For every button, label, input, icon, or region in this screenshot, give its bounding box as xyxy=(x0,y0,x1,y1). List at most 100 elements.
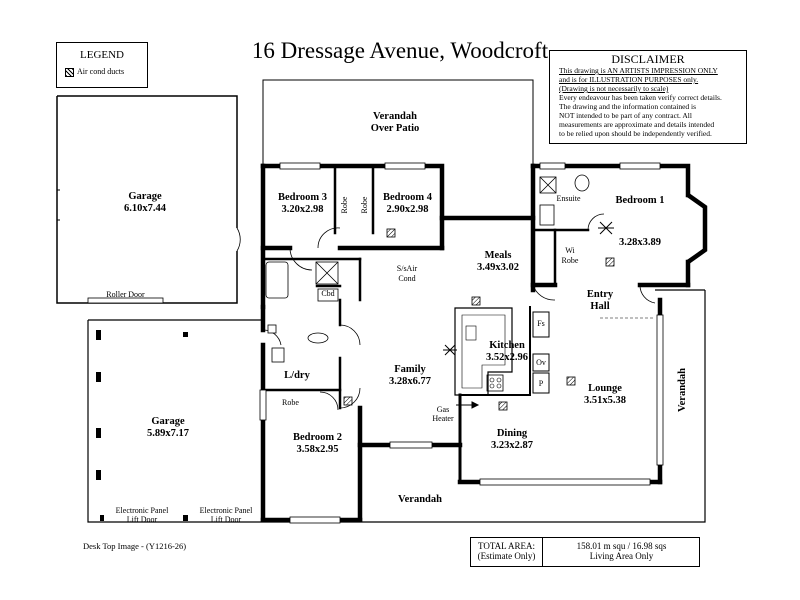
label-line: 3.23x2.87 xyxy=(491,440,533,451)
label-line: Lift Door xyxy=(210,515,242,524)
label-line: Bedroom 2 xyxy=(292,432,343,443)
label-line: Electronic Panel xyxy=(115,506,169,515)
label-line: Entry xyxy=(586,289,614,300)
label-line: 3.51x5.38 xyxy=(584,395,626,406)
label-line: 3.52x2.96 xyxy=(486,352,528,363)
label-bedroom4: Bedroom 4 2.90x2.98 xyxy=(375,192,440,216)
label-line: Verandah xyxy=(373,111,417,122)
kitchen-cabinets xyxy=(532,311,550,394)
garage-bottom-wall-markers xyxy=(96,330,188,521)
label-kitchen: Kitchen 3.52x2.96 xyxy=(472,340,542,364)
disclaimer-line: The drawing and the information containe… xyxy=(559,102,697,111)
label-laundry: L/dry xyxy=(284,370,310,381)
total-area-label: TOTAL AREA: (Estimate Only) xyxy=(471,538,543,566)
label-line: Kitchen xyxy=(489,340,525,351)
label-line: Bedroom 3 xyxy=(277,192,328,203)
air-duct-swatch-icon xyxy=(65,68,74,77)
label-s-air-cond: S/sAir Cond xyxy=(390,264,424,284)
label-line: Wi xyxy=(565,246,575,255)
legend-box: LEGEND Air cond ducts xyxy=(56,42,148,88)
label-bedroom3: Bedroom 3 3.20x2.98 xyxy=(270,192,335,216)
label-robe-b: Robe xyxy=(360,196,369,214)
label-oven: Ov xyxy=(536,358,546,367)
label-lift-door-right: Electronic Panel Lift Door xyxy=(186,506,266,524)
legend-heading: LEGEND xyxy=(80,49,124,61)
disclaimer-line: (Drawing is not necessarily to scale) xyxy=(559,84,669,93)
label-line: Meals xyxy=(484,250,512,261)
label-line: 3.28x6.77 xyxy=(389,376,431,387)
ceiling-fans xyxy=(443,221,614,356)
label-robe-c: Robe xyxy=(282,398,299,407)
label-line: Lift Door xyxy=(126,515,158,524)
label-pantry: P xyxy=(538,379,544,388)
garage-top-wall-markers xyxy=(56,189,60,221)
label-wi-robe: Wi Robe xyxy=(556,246,584,266)
total-value-line: Living Area Only xyxy=(589,551,654,561)
disclaimer-line: measurements are approximate and details… xyxy=(559,120,715,129)
label-family: Family 3.28x6.77 xyxy=(375,364,445,388)
bedroom1-bay-window xyxy=(686,193,708,264)
total-area-value: 158.01 m squ / 16.98 sqs Living Area Onl… xyxy=(544,538,699,566)
label-line: Family xyxy=(394,364,426,375)
label-gas-heater: Gas Heater xyxy=(428,405,458,423)
label-lounge: Lounge 3.51x5.38 xyxy=(570,383,640,407)
label-line: 2.90x2.98 xyxy=(386,204,429,215)
label-line: S/sAir xyxy=(396,264,418,273)
house-walls xyxy=(260,163,691,523)
disclaimer-line: Every endeavour has been taken verify co… xyxy=(559,93,722,102)
label-line: Cond xyxy=(398,274,416,283)
label-line: Hall xyxy=(590,301,610,312)
plan-title: 16 Dressage Avenue, Woodcroft xyxy=(251,38,549,63)
label-garage-top: Garage 6.10x7.44 xyxy=(90,191,200,215)
label-line: Lounge xyxy=(588,383,622,394)
total-label-line: TOTAL AREA: xyxy=(477,541,536,551)
bath-fixtures xyxy=(265,174,590,363)
disclaimer-line: This drawing is AN ARTISTS IMPRESSION ON… xyxy=(559,66,718,75)
label-verandah-side: Verandah xyxy=(677,368,688,412)
label-line: Garage xyxy=(151,416,185,427)
disclaimer-line: and is for ILLUSTRATION PURPOSES only. xyxy=(559,75,699,84)
label-line: Bedroom 1 xyxy=(615,195,665,206)
door-swings xyxy=(262,213,656,411)
label-line: 3.49x3.02 xyxy=(477,262,519,273)
label-line: Electronic Panel xyxy=(199,506,253,515)
windows xyxy=(259,162,664,524)
total-area-box: TOTAL AREA: (Estimate Only) 158.01 m squ… xyxy=(470,537,700,567)
label-line: Robe xyxy=(561,256,579,265)
label-dining: Dining 3.23x2.87 xyxy=(477,428,547,452)
total-label-line: (Estimate Only) xyxy=(477,551,536,561)
disclaimer-heading: DISCLAIMER xyxy=(611,52,685,66)
label-line: Heater xyxy=(432,414,454,423)
label-line: Bedroom 4 xyxy=(382,192,433,203)
label-bedroom2: Bedroom 2 3.58x2.95 xyxy=(280,432,355,456)
disclaimer-line: to be relied upon should be independentl… xyxy=(559,129,712,138)
kitchen-island xyxy=(454,307,513,396)
garage-bottom-outline xyxy=(87,289,706,523)
label-line: Dining xyxy=(496,428,528,439)
label-verandah-bottom: Verandah xyxy=(398,494,442,505)
label-bedroom1: Bedroom 1 3.28x3.89 xyxy=(600,195,680,249)
verandah-patio-outline xyxy=(262,79,534,166)
label-meals: Meals 3.49x3.02 xyxy=(458,250,538,274)
label-line: Gas xyxy=(436,405,450,414)
gas-heater-arrow xyxy=(456,401,480,409)
legend-item-label: Air cond ducts xyxy=(77,67,125,76)
disclaimer-line: NOT intended to be part of any contract.… xyxy=(559,111,692,120)
label-line: 3.28x3.89 xyxy=(619,237,661,248)
label-line: Over Patio xyxy=(370,123,420,134)
label-cbd: Cbd xyxy=(321,289,335,298)
label-entry-hall: Entry Hall xyxy=(575,289,625,313)
label-line: Garage xyxy=(128,191,162,202)
label-line: 5.89x7.17 xyxy=(147,428,189,439)
air-cond-duct-icon xyxy=(343,228,615,411)
label-line: 3.58x2.95 xyxy=(296,444,339,455)
label-line: 3.20x2.98 xyxy=(281,204,324,215)
footer-image-id: Desk Top Image - (Y1216-26) xyxy=(83,541,187,551)
label-robe-a: Robe xyxy=(340,196,349,214)
label-ensuite: Ensuite xyxy=(556,194,581,203)
label-fridge-space: Fs xyxy=(537,319,545,328)
label-roller-door: Roller Door xyxy=(106,290,145,299)
label-verandah-over-patio: Verandah Over Patio xyxy=(340,111,450,135)
disclaimer-box: DISCLAIMER This drawing is AN ARTISTS IM… xyxy=(549,50,747,144)
